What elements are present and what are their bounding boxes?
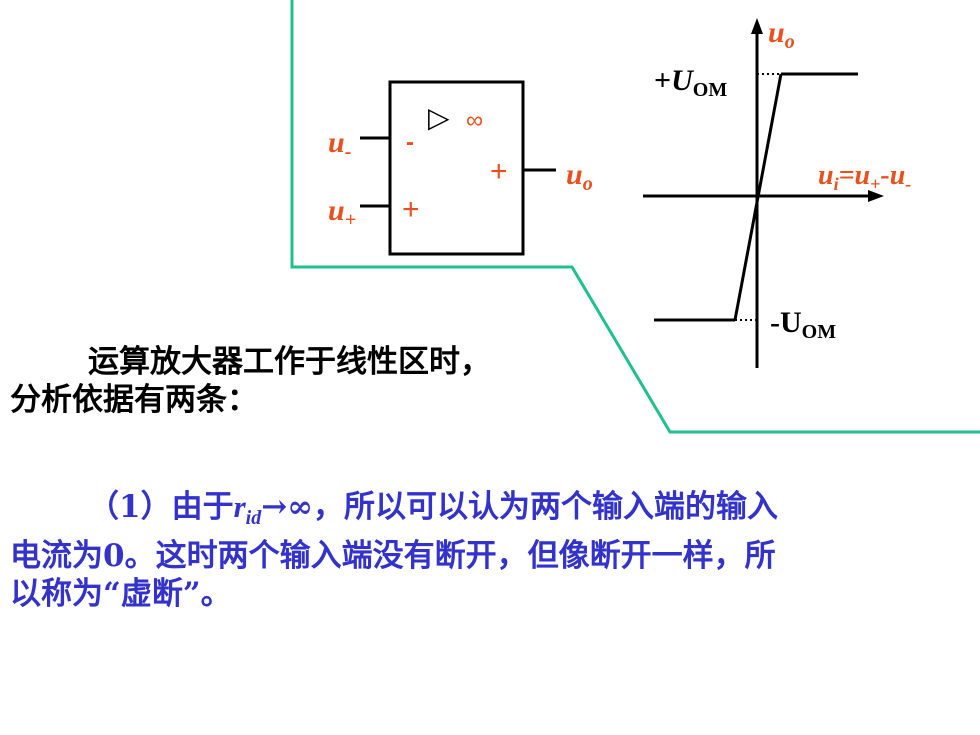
para-prefix: （1）由于 [88,489,234,525]
u-plus-label: u+ [328,194,356,231]
x-axis-label: ui=u+-u- [818,160,911,194]
u-minus-label: u- [328,126,351,163]
noninverting-sign: + [402,193,420,226]
para-line-2: 电流为0。这时两个输入端没有断开，但像断开一样，所 [10,538,776,575]
output-sign: + [490,155,508,188]
y-axis-arrow [751,18,763,34]
y-axis-label: uo [768,16,795,53]
green-frame [290,0,980,434]
x-axis-arrow [868,190,884,202]
linear-region-line [733,73,783,321]
analysis-intro: 运算放大器工作于线性区时， 分析依据有两条： [10,343,610,419]
inverting-sign: - [406,129,414,156]
intro-line-1: 运算放大器工作于线性区时， [88,344,491,380]
op-amp-box [388,80,525,256]
u-o-output-label: uo [566,158,593,195]
intro-line-2: 分析依据有两条： [10,382,258,418]
op-amp-diagram: ▷ ∞ - + + u- u+ uo uo ui=u+-u- +UOM -UOM [290,0,980,434]
para-line-3: 以称为“虚断”。 [10,576,232,613]
r-id-symbol: rid [233,489,262,530]
minus-u-om-label: -UOM [770,306,836,343]
para-line-1-rest: →∞，所以可以认为两个输入端的输入 [261,489,779,525]
gain-infinity: ∞ [466,107,483,134]
virtual-open-paragraph: （1）由于rid→∞，所以可以认为两个输入端的输入 电流为0。这时两个输入端没有… [10,488,970,613]
amplifier-triangle-icon: ▷ [428,103,450,134]
plus-u-om-label: +UOM [654,64,727,101]
